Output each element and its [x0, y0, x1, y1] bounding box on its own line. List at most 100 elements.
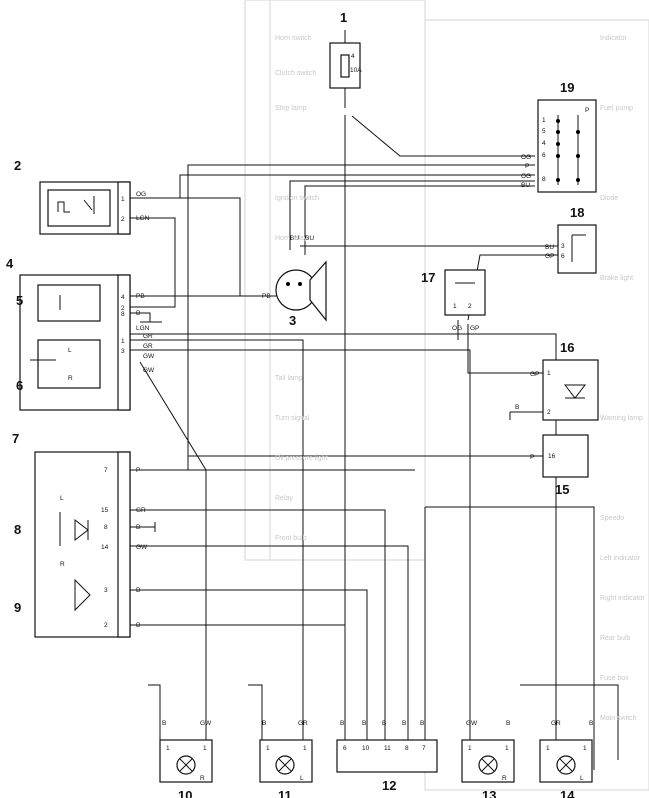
- relay17-pin-1: 1: [453, 303, 457, 310]
- lamp7-pin-7: 7: [104, 467, 108, 474]
- wire-label-gp-18: GP: [545, 253, 554, 260]
- component-15-number: 15: [555, 482, 569, 497]
- switch-block-19: 19 P 1 5 4 6 8: [537, 80, 597, 193]
- lamp-16: 1 2 16: [542, 340, 599, 421]
- switch4-pin-8: 8: [121, 311, 125, 318]
- wire-label-gw-13: GW: [466, 720, 478, 727]
- wire-label-gw-7: GW: [136, 544, 148, 551]
- svg-text:Tail lamp: Tail lamp: [275, 375, 303, 382]
- conn12-pin-7: 7: [422, 745, 426, 752]
- component-14-number: 14: [560, 788, 575, 798]
- component-5-number: 5: [16, 293, 23, 308]
- wire-label-b-16: B: [515, 404, 519, 411]
- component-19-number: 19: [560, 80, 574, 95]
- wire-label-gp-17: GP: [470, 325, 479, 332]
- switch4-pin-1: 1: [121, 338, 125, 345]
- svg-text:Relay: Relay: [275, 495, 293, 502]
- wire-label-gr-11: GR: [298, 720, 308, 727]
- lamp11-pin-a: 1: [266, 745, 270, 752]
- svg-text:Turn signal: Turn signal: [275, 415, 310, 422]
- wire-label-gw-10: GW: [200, 720, 212, 727]
- wire-label-gp-16: GP: [530, 371, 539, 378]
- lamp14-pin-b: 1: [583, 745, 587, 752]
- wire-label-bu-19: BU: [521, 182, 530, 189]
- lamp13-pin-a: 1: [468, 745, 472, 752]
- svg-text:Horn switch: Horn switch: [275, 35, 312, 42]
- svg-text:Main switch: Main switch: [600, 715, 637, 722]
- background-table: [244, 0, 649, 791]
- svg-text:Warning lamp: Warning lamp: [600, 415, 643, 422]
- svg-text:Indicator: Indicator: [600, 35, 628, 42]
- lamp-11: 1 1 L 11: [259, 739, 313, 798]
- conn12-pin-8: 8: [405, 745, 409, 752]
- wire-label-b-10: B: [162, 720, 166, 727]
- component-10-number: 10: [178, 788, 192, 798]
- unit15-pin: 16: [548, 453, 556, 460]
- switch-pin-6: 6: [542, 152, 546, 159]
- wire-label-bu-3a: BU: [290, 235, 299, 242]
- switch4-pin-4: 4: [121, 294, 125, 301]
- wire-label-b-11: B: [262, 720, 266, 727]
- switch4-right-label: R: [68, 375, 73, 382]
- fuse-rating-label: 10A: [350, 67, 362, 74]
- lamp7-left-label: L: [60, 495, 64, 502]
- wire-label-p-19: P: [525, 163, 529, 170]
- lamp10-pin-b: 1: [203, 745, 207, 752]
- svg-text:Rear bulb: Rear bulb: [600, 635, 630, 642]
- lamp10-side: R: [200, 775, 205, 782]
- switch18-pin-3: 3: [561, 243, 565, 250]
- wire-label-gr-4: GR: [143, 333, 153, 340]
- conn12-pin-11: 11: [384, 745, 391, 752]
- wire-label-pb-4: PB: [136, 293, 145, 300]
- wire-label-bu-3b: BU: [305, 235, 314, 242]
- wire-label-gr-7: GR: [136, 507, 146, 514]
- svg-text:Brake light: Brake light: [600, 275, 633, 282]
- component-4-number: 4: [6, 256, 14, 271]
- svg-text:Stop lamp: Stop lamp: [275, 105, 307, 112]
- svg-text:Ignition switch: Ignition switch: [275, 195, 319, 202]
- relay-pin-2: 2: [121, 216, 125, 223]
- lamp11-side: L: [300, 775, 304, 782]
- wire-label-lgn-2: LGN: [136, 215, 150, 222]
- svg-text:Oil pressure light: Oil pressure light: [275, 455, 328, 462]
- switch18-pin-6: 6: [561, 253, 565, 260]
- wire-label-bu-18: BU: [545, 244, 554, 251]
- wire-label-p-15: P: [530, 454, 534, 461]
- svg-text:Left indicator: Left indicator: [600, 555, 641, 562]
- relay-pin-1: 1: [121, 196, 125, 203]
- lamp-14: 1 1 L 14: [539, 739, 593, 798]
- svg-text:Clutch switch: Clutch switch: [275, 70, 316, 77]
- switch4-left-label: L: [68, 347, 72, 354]
- wire-label-gw-4b: GW: [143, 367, 155, 374]
- wire-label-gr-4b: GR: [143, 343, 153, 350]
- unit-15: 16 15: [542, 434, 589, 497]
- conn12-pin-6: 6: [343, 745, 347, 752]
- wire-label-p-7: P: [136, 467, 140, 474]
- component-3-number: 3: [289, 313, 296, 328]
- wire-label-b-12d: B: [402, 720, 406, 727]
- relay-17: 1 2 17: [421, 269, 486, 316]
- faint-bg-text: Horn switch Indicator Clutch switch Stop…: [275, 35, 645, 722]
- wire-label-og-19b: OG: [521, 173, 531, 180]
- component-2-number: 2: [14, 158, 21, 173]
- wire-label-og-17: OG: [452, 325, 462, 332]
- lamp16-pin-1: 1: [547, 370, 551, 377]
- component-8-number: 8: [14, 522, 21, 537]
- svg-text:Speedo: Speedo: [600, 515, 624, 522]
- svg-text:Diode: Diode: [600, 195, 618, 202]
- svg-text:Horn relay: Horn relay: [275, 235, 308, 242]
- lamp14-side: L: [580, 775, 584, 782]
- lamp10-pin-a: 1: [166, 745, 170, 752]
- wire-label-b-7c: B: [136, 622, 140, 629]
- lamp7-pin-3: 3: [104, 587, 108, 594]
- connector-12: 6 10 11 8 7 12: [336, 739, 438, 793]
- switch-4: 4 4 8 2 1 3 5 L R 6: [6, 256, 131, 411]
- component-9-number: 9: [14, 600, 21, 615]
- switch-pin-1: 1: [542, 117, 546, 124]
- lamp-13: 1 1 R 13: [461, 739, 515, 798]
- wire-label-gw-4: GW: [143, 353, 155, 360]
- wire-label-pb-3: PB: [262, 293, 271, 300]
- component-12-number: 12: [382, 778, 396, 793]
- lamp7-pin-14: 14: [101, 544, 109, 551]
